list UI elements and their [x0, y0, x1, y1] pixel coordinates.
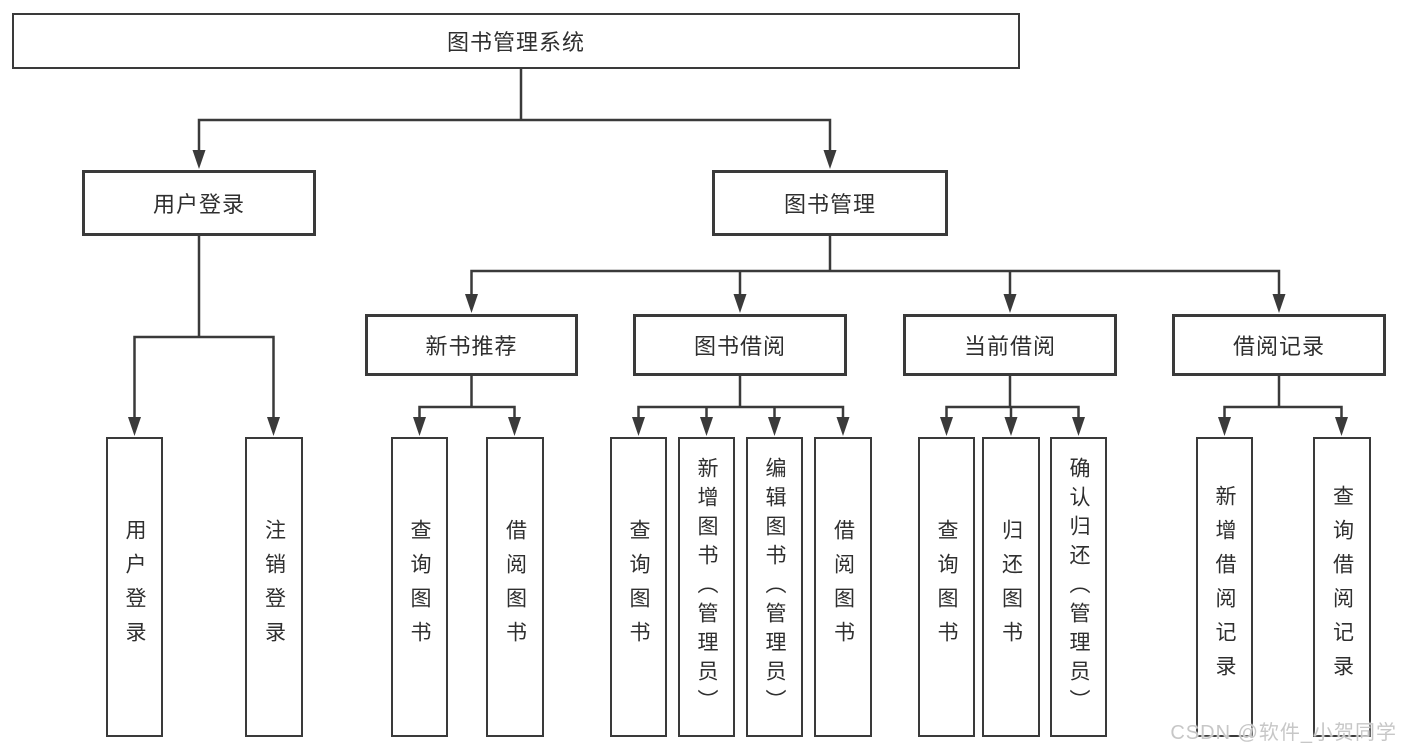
node-borrow-record: 借阅记录: [1172, 314, 1386, 376]
leaf-label: 借阅图书: [831, 519, 855, 655]
leaf-label: 编辑图书（管理员）: [763, 456, 786, 718]
connector-current-to-leaves: [945, 376, 1080, 420]
leaf-add-book-admin: 新增图书（管理员）: [678, 437, 735, 737]
arrowhead: [128, 417, 141, 436]
connector-root-to-branches: [197, 68, 832, 152]
leaf-confirm-return-admin: 确认归还（管理员）: [1050, 437, 1107, 737]
node-current-borrow: 当前借阅: [903, 314, 1117, 376]
arrowhead: [1335, 417, 1348, 436]
leaf-borrow-book-1: 借阅图书: [486, 437, 544, 737]
arrowhead: [823, 150, 837, 169]
arrowhead: [508, 417, 521, 436]
node-label: 借阅记录: [1232, 334, 1325, 359]
leaf-logout: 注销登录: [245, 437, 303, 737]
arrowhead: [1072, 417, 1085, 436]
arrowhead: [733, 294, 747, 313]
leaf-return-book: 归还图书: [982, 437, 1040, 737]
node-label: 图书借阅: [693, 334, 786, 359]
csdn-watermark: CSDN @软件_小贺同学: [1170, 722, 1397, 744]
leaf-label: 归还图书: [999, 519, 1023, 655]
arrowhead: [1003, 294, 1017, 313]
leaf-label: 确认归还（管理员）: [1067, 456, 1090, 718]
leaf-query-book-3: 查询图书: [918, 437, 975, 737]
connector-newbook-to-leaves: [418, 376, 516, 420]
connector-record-to-leaves: [1223, 376, 1343, 420]
leaf-label: 查询图书: [627, 519, 650, 655]
connector-mgmt-to-sections: [470, 236, 1281, 297]
leaf-label: 查询借阅记录: [1330, 485, 1354, 689]
arrowhead: [413, 417, 426, 436]
node-label: 新书推荐: [425, 334, 518, 359]
leaf-label: 用户登录: [123, 519, 146, 655]
leaf-add-borrow-record: 新增借阅记录: [1196, 437, 1253, 737]
arrowhead: [768, 417, 781, 436]
arrowhead: [700, 417, 713, 436]
node-book-management: 图书管理: [712, 170, 948, 236]
leaf-query-book-1: 查询图书: [391, 437, 448, 737]
leaf-edit-book-admin: 编辑图书（管理员）: [746, 437, 803, 737]
arrowhead: [836, 417, 850, 436]
arrowhead: [465, 294, 478, 313]
connector-borrow-to-leaves: [637, 376, 845, 420]
leaf-borrow-book-2: 借阅图书: [814, 437, 872, 737]
node-label: 图书管理: [783, 192, 876, 217]
node-user-login: 用户登录: [82, 170, 316, 236]
leaf-label: 查询图书: [408, 519, 431, 655]
node-new-book-recommend: 新书推荐: [365, 314, 578, 376]
arrowhead: [1004, 417, 1018, 436]
node-label: 当前借阅: [963, 334, 1056, 359]
arrowhead: [632, 417, 645, 436]
leaf-query-borrow-record: 查询借阅记录: [1313, 437, 1371, 737]
arrowhead: [192, 150, 206, 169]
node-label: 用户登录: [152, 192, 245, 217]
node-label: 图书管理系统: [446, 30, 585, 55]
leaf-label: 借阅图书: [503, 519, 527, 655]
node-root-system: 图书管理系统: [12, 13, 1020, 69]
leaf-label: 新增图书（管理员）: [695, 456, 718, 718]
connector-login-to-leaves: [133, 236, 275, 420]
leaf-user-login: 用户登录: [106, 437, 163, 737]
arrowhead: [1218, 417, 1231, 436]
leaf-label: 查询图书: [935, 519, 958, 655]
leaf-label: 新增借阅记录: [1213, 485, 1236, 689]
leaf-query-book-2: 查询图书: [610, 437, 667, 737]
arrowhead: [267, 417, 280, 436]
arrowhead: [940, 417, 953, 436]
leaf-label: 注销登录: [262, 519, 286, 655]
arrowhead: [1272, 294, 1286, 313]
node-book-borrow: 图书借阅: [633, 314, 847, 376]
